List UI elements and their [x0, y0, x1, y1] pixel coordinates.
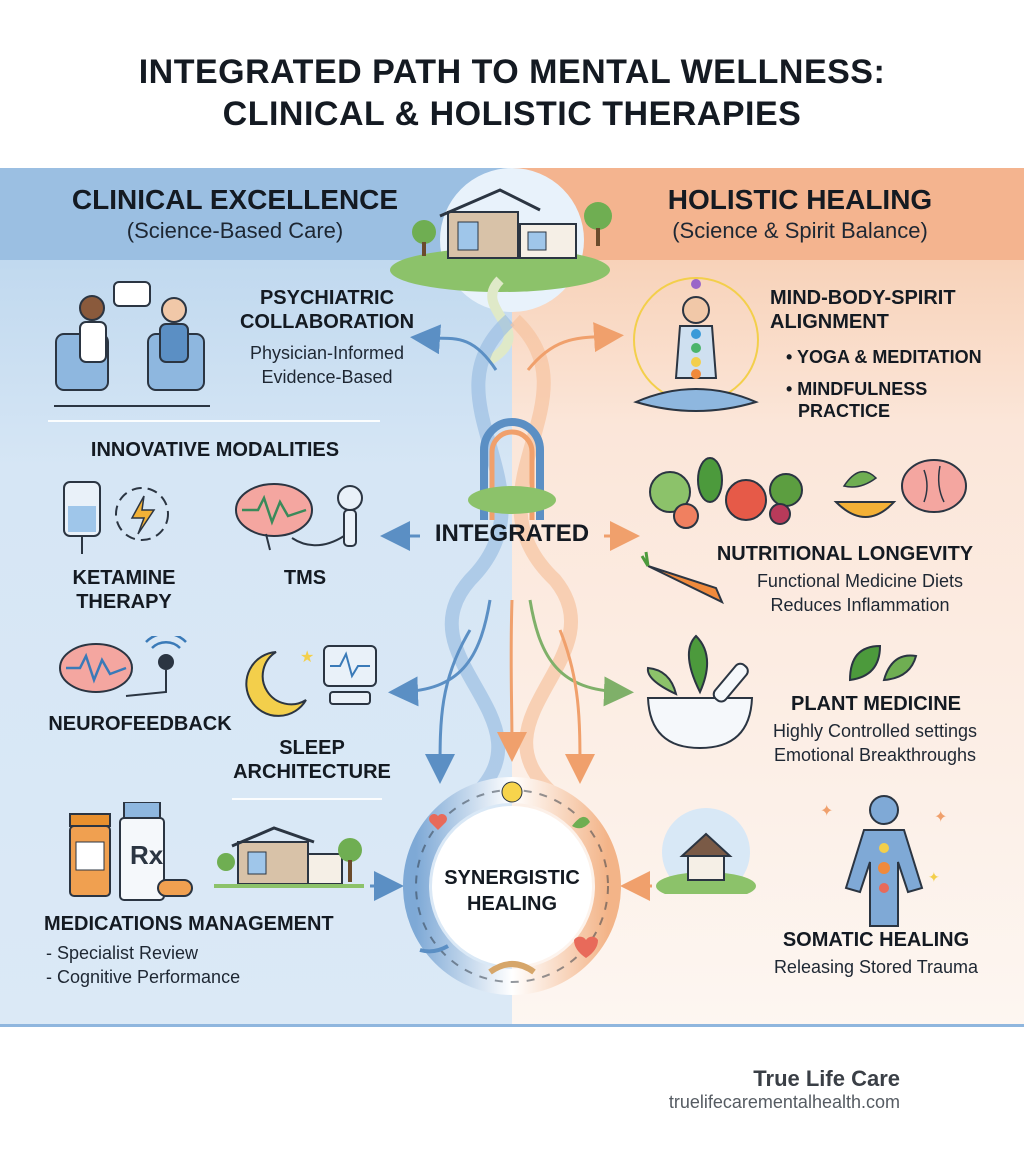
doctor-patient-icon — [54, 281, 210, 407]
sleep-line2: ARCHITECTURE — [233, 761, 391, 783]
nutrition-title: NUTRITIONAL LONGEVITY — [716, 543, 974, 565]
leaves-icon — [848, 644, 918, 682]
brand-website[interactable]: truelifecarementalhealth.com — [668, 1092, 900, 1112]
holistic-heading: HOLISTIC HEALING — [667, 184, 933, 215]
holistic-subheading: (Science & Spirit Balance) — [672, 218, 928, 243]
tms-label: TMS — [283, 567, 327, 589]
sleep-line1: SLEEP — [279, 737, 345, 759]
neurofeedback-brain-icon — [59, 636, 187, 697]
svg-text:★: ★ — [300, 649, 314, 666]
nutrition-line1: Functional Medicine Diets — [756, 571, 964, 591]
brain-tms-coil-icon — [235, 483, 363, 551]
integrated-label: INTEGRATED — [434, 520, 590, 547]
center-flow-graphic — [370, 168, 652, 995]
mbs-bullet1: • YOGA & MEDITATION — [786, 347, 982, 367]
mbs-title-line2: ALIGNMENT — [770, 311, 889, 333]
svg-text:✦: ✦ — [820, 803, 833, 820]
clinical-subheading: (Science-Based Care) — [126, 218, 344, 243]
medications-bullet1: - Specialist Review — [46, 943, 199, 963]
meditation-chakra-icon — [633, 277, 759, 412]
neurofeedback-label: NEUROFEEDBACK — [48, 713, 232, 735]
medications-bullet2: - Cognitive Performance — [46, 967, 241, 987]
svg-text:Rx: Rx — [130, 840, 164, 870]
clinical-heading: CLINICAL EXCELLENCE — [71, 184, 399, 215]
psychiatric-line1: Physician-Informed — [249, 343, 405, 363]
nutrition-line2: Reduces Inflammation — [770, 595, 950, 615]
footer-divider — [0, 1024, 1024, 1027]
moon-monitor-icon: ★ — [245, 645, 377, 717]
medications-title: MEDICATIONS MANAGEMENT — [44, 913, 334, 935]
divider — [48, 420, 380, 422]
mortar-pestle-icon — [646, 634, 754, 750]
ketamine-line2: THERAPY — [76, 591, 172, 613]
iv-drip-lightning-icon — [63, 481, 169, 554]
mbs-bullet2-cont: PRACTICE — [798, 401, 891, 421]
page-title-line1: INTEGRATED PATH TO MENTAL WELLNESS: — [138, 53, 886, 91]
svg-text:✦: ✦ — [928, 869, 940, 885]
food-and-brain-icon — [640, 457, 967, 605]
plant-line2: Emotional Breakthroughs — [773, 745, 977, 765]
page-title-line2: CLINICAL & HOLISTIC THERAPIES — [222, 95, 802, 133]
house-on-hill-icon — [390, 168, 612, 365]
divider — [232, 798, 382, 800]
clinic-building-icon — [214, 826, 364, 888]
psychiatric-title-line2: COLLABORATION — [239, 311, 415, 333]
synergy-label-line1: SYNERGISTIC — [444, 867, 580, 889]
clinical-header-band — [0, 168, 512, 260]
svg-text:✦: ✦ — [934, 809, 947, 826]
innovative-title: INNOVATIVE MODALITIES — [90, 439, 340, 461]
brand-name: True Life Care — [753, 1066, 900, 1091]
mbs-bullet2: • MINDFULNESS — [786, 379, 928, 399]
country-house-icon — [656, 808, 756, 894]
psychiatric-line2: Evidence-Based — [261, 367, 393, 387]
synergy-ring-icon — [403, 777, 621, 995]
medication-bottles-icon: Rx — [69, 802, 193, 901]
body-energy-icon: ✦ ✦ ✦ — [820, 795, 947, 927]
psychiatric-title-line1: PSYCHIATRIC — [259, 287, 395, 309]
synergy-label-line2: HEALING — [467, 893, 557, 915]
somatic-title: SOMATIC HEALING — [782, 929, 970, 951]
plant-title: PLANT MEDICINE — [791, 693, 961, 715]
ketamine-line1: KETAMINE — [72, 567, 176, 589]
somatic-line1: Releasing Stored Trauma — [773, 957, 979, 977]
plant-line1: Highly Controlled settings — [772, 721, 978, 741]
mbs-title-line1: MIND-BODY-SPIRIT — [770, 287, 956, 309]
